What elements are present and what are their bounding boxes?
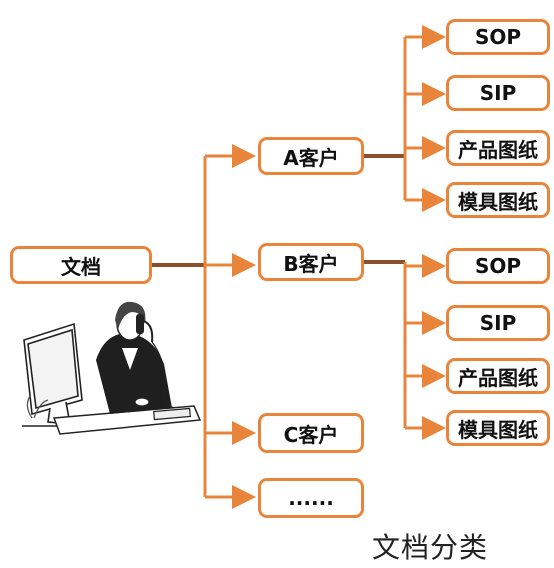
customer-node-b: B客户 — [258, 243, 364, 281]
doc-node-label: 产品图纸 — [458, 137, 538, 162]
root-node-label: 文档 — [61, 254, 101, 279]
doc-node-label: SIP — [479, 81, 517, 105]
doc-node-b-mold-drawing: 模具图纸 — [446, 410, 550, 446]
doc-node-a-sip: SIP — [446, 75, 550, 111]
customer-node-label: ...... — [288, 486, 334, 510]
doc-node-label: 模具图纸 — [458, 189, 538, 214]
diagram-caption: 文档分类 — [372, 531, 489, 564]
customer-node-c: C客户 — [258, 413, 364, 453]
doc-node-a-product-drawing: 产品图纸 — [446, 130, 550, 166]
woman-on-phone-illustration — [22, 301, 202, 435]
customer-node-more: ...... — [258, 478, 364, 518]
doc-node-b-sop: SOP — [446, 248, 550, 284]
customer-node-label: B客户 — [283, 251, 339, 276]
doc-node-a-mold-drawing: 模具图纸 — [446, 182, 550, 218]
doc-node-label: SOP — [474, 254, 522, 278]
doc-node-label: 模具图纸 — [458, 417, 538, 442]
customer-node-label: C客户 — [283, 422, 339, 447]
doc-node-b-product-drawing: 产品图纸 — [446, 358, 550, 394]
customer-node-a: A客户 — [258, 137, 364, 175]
doc-node-label: SOP — [474, 25, 522, 49]
customer-node-label: A客户 — [283, 145, 339, 170]
doc-node-label: SIP — [479, 311, 517, 335]
monitor-icon — [22, 322, 84, 427]
doc-node-label: 产品图纸 — [458, 365, 538, 390]
doc-node-a-sop: SOP — [446, 19, 550, 55]
doc-node-b-sip: SIP — [446, 305, 550, 341]
root-node-documents: 文档 — [10, 246, 152, 284]
